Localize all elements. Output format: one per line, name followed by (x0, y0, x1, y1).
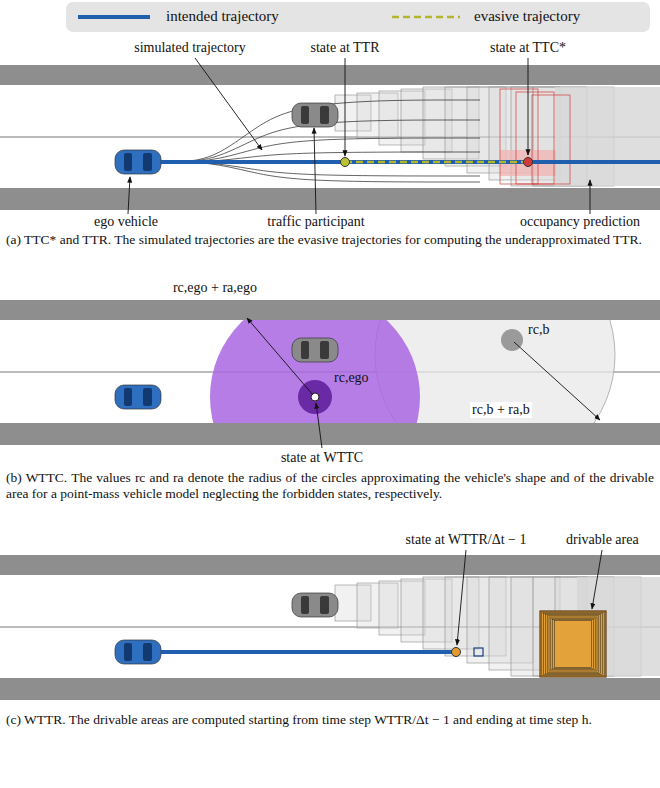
leader-line (592, 550, 602, 609)
occupancy-outline (516, 92, 554, 184)
leader-line (314, 128, 316, 214)
traffic-participant (292, 103, 338, 127)
label: state at TTR (311, 40, 380, 56)
simulated-trajectory (161, 138, 480, 162)
label: rc,b + ra,b (470, 402, 532, 418)
leader-line (247, 318, 313, 395)
simulated-trajectory (161, 162, 480, 176)
evasive-trajectory (345, 161, 528, 164)
state-dot (452, 648, 461, 657)
state-dot (341, 158, 350, 167)
vehicle-circle (298, 380, 332, 414)
simulated-trajectory (161, 100, 480, 162)
occupancy-prediction (335, 87, 660, 186)
caption: (c) WTTR. The drivable areas are compute… (6, 712, 654, 728)
road (0, 555, 660, 700)
legend-text: evasive trajectory (474, 8, 580, 25)
legend-sample (78, 15, 150, 19)
label: rc,b (528, 322, 549, 338)
traffic-participant (292, 593, 338, 617)
ego-vehicle (115, 150, 161, 174)
label: state at WTTR/Δt − 1 (406, 532, 527, 548)
leader-line (457, 550, 466, 645)
occupancy-outline (532, 95, 570, 184)
simulated-trajectory (161, 162, 480, 182)
label: simulated trajectory (134, 40, 246, 56)
caption: (b) WTTC. The values rc and ra denote th… (6, 470, 654, 503)
legend-sample (392, 16, 460, 19)
leader-line (345, 58, 346, 156)
leader-line (195, 58, 262, 150)
state-dot (524, 158, 533, 167)
intended-trajectory (161, 160, 660, 164)
legend-box (66, 2, 650, 32)
caption: (a) TTC* and TTR. The simulated trajecto… (6, 232, 654, 248)
leader-line (128, 177, 130, 214)
ego-vehicle (115, 640, 161, 664)
occupancy-prediction (335, 577, 660, 676)
leader-line (316, 403, 322, 448)
traffic-participant (292, 338, 338, 362)
label: state at WTTC (281, 450, 363, 466)
drivable-area (540, 611, 606, 677)
road (0, 65, 660, 210)
label: drivable area (566, 532, 639, 548)
label: rc,ego + ra,ego (171, 280, 259, 296)
legend-text: intended trajectory (166, 8, 279, 25)
drivable-area-circle (210, 320, 420, 423)
leader-line (528, 58, 529, 155)
label: ego vehicle (94, 214, 158, 230)
label: traffic participant (267, 214, 364, 230)
leader-line (590, 180, 591, 214)
intended-trajectory (161, 650, 456, 654)
vehicle-box (474, 648, 483, 656)
label: state at TTC* (490, 40, 566, 56)
ego-vehicle (115, 385, 161, 409)
label: occupancy prediction (520, 214, 640, 230)
label: rc,ego (334, 370, 369, 386)
